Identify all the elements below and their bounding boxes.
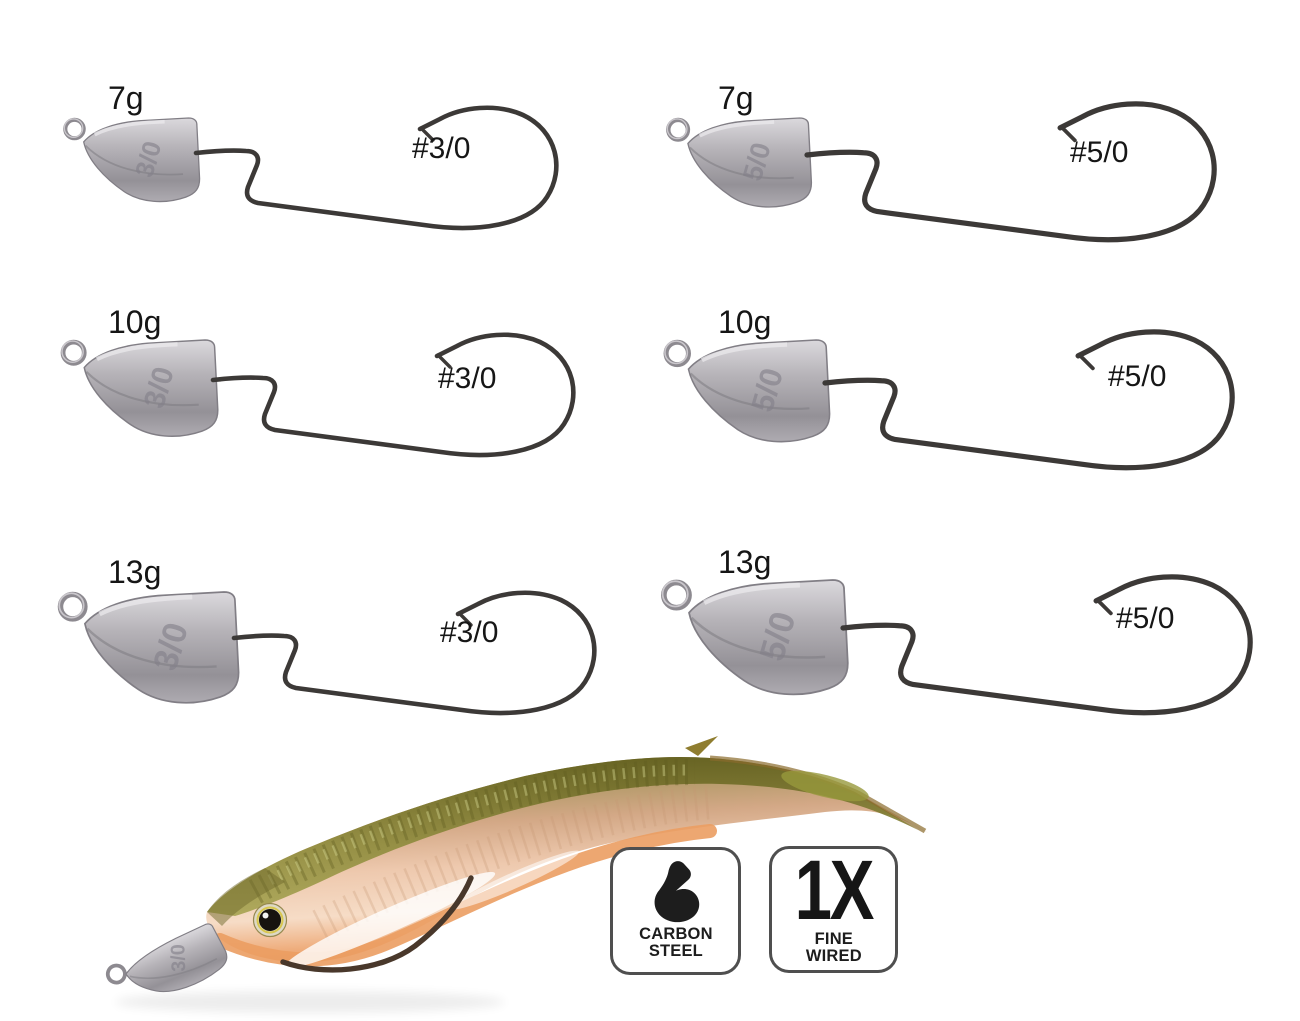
hook-graphic <box>234 593 594 713</box>
badge-label-line: CARBON <box>638 924 713 943</box>
weight-label: 10g <box>718 304 772 340</box>
hook-size-label: #3/0 <box>440 616 499 649</box>
lure-rib-texture <box>248 759 696 904</box>
lure-eye <box>252 902 288 938</box>
soft-lure-graphic: 3/0 <box>101 736 930 1015</box>
lure-highlight <box>284 871 496 969</box>
lure-back-band <box>207 756 918 916</box>
lure-hook-wire <box>280 875 474 973</box>
jighead-and-hook-graphic: 3/0 <box>60 298 580 498</box>
hook-graphic <box>196 108 556 228</box>
badge-label-line: WIRED <box>805 946 862 966</box>
jighead-graphic: 3/0 <box>59 592 238 703</box>
badge-label-line: STEEL <box>648 941 703 960</box>
weight-label: 7g <box>718 80 754 116</box>
weight-label: 7g <box>108 80 144 116</box>
weight-label: 13g <box>108 554 162 590</box>
bicep-arm-icon <box>654 861 699 923</box>
jighead-and-hook-graphic: 3/0 <box>60 548 580 748</box>
jighead-graphic: 5/0 <box>663 580 848 694</box>
jighead-and-hook-graphic: 5/0 <box>668 540 1228 755</box>
hook-size-label: #5/0 <box>1070 136 1129 169</box>
hook-size-label: #3/0 <box>412 132 471 165</box>
hook-graphic <box>843 577 1250 713</box>
jig-variant-13g-3-0: 3/0 13g #3/0 <box>60 548 580 748</box>
jighead-and-hook-graphic: 5/0 <box>668 78 1228 288</box>
lure-head-stamp-text: 3/0 <box>167 944 190 972</box>
jig-variant-7g-5-0: 5/0 7g #5/0 <box>668 78 1228 288</box>
lure-jighead: 3/0 <box>101 919 235 1015</box>
lure-dorsal-spike <box>685 736 718 756</box>
hook-graphic <box>825 332 1232 468</box>
jig-variant-7g-3-0: 3/0 7g #3/0 <box>60 78 580 278</box>
jig-variant-13g-5-0: 5/0 13g #5/0 <box>668 540 1228 755</box>
jighead-graphic: 3/0 <box>62 340 218 436</box>
weight-label: 10g <box>108 304 162 340</box>
lure-tail-olive-patch <box>781 770 869 802</box>
jighead-graphic: 5/0 <box>667 118 811 207</box>
hook-size-label: #5/0 <box>1116 602 1175 635</box>
fine-wired-badge: 1X FINE WIRED <box>769 846 898 973</box>
weight-label: 13g <box>718 544 772 580</box>
jighead-graphic: 5/0 <box>665 340 830 442</box>
jighead-and-hook-graphic: 5/0 <box>668 298 1228 508</box>
lure-highlight <box>450 850 580 910</box>
badge-label-line: FINE <box>814 929 853 949</box>
jighead-and-hook-graphic: 3/0 <box>60 78 580 278</box>
jighead-graphic: 3/0 <box>64 118 199 202</box>
hook-graphic <box>213 335 573 455</box>
lure-head-shading <box>207 868 285 926</box>
hook-graphic <box>807 104 1214 240</box>
hook-size-label: #5/0 <box>1108 360 1167 393</box>
lure-flank-ribs <box>312 785 717 942</box>
jig-variant-10g-3-0: 3/0 10g #3/0 <box>60 298 580 498</box>
lure-shadow <box>115 991 505 1013</box>
one-x-label: 1X <box>794 843 875 937</box>
carbon-steel-badge: CARBON STEEL <box>610 847 741 975</box>
hook-size-label: #3/0 <box>438 362 497 395</box>
jig-variant-10g-5-0: 5/0 10g #5/0 <box>668 298 1228 508</box>
